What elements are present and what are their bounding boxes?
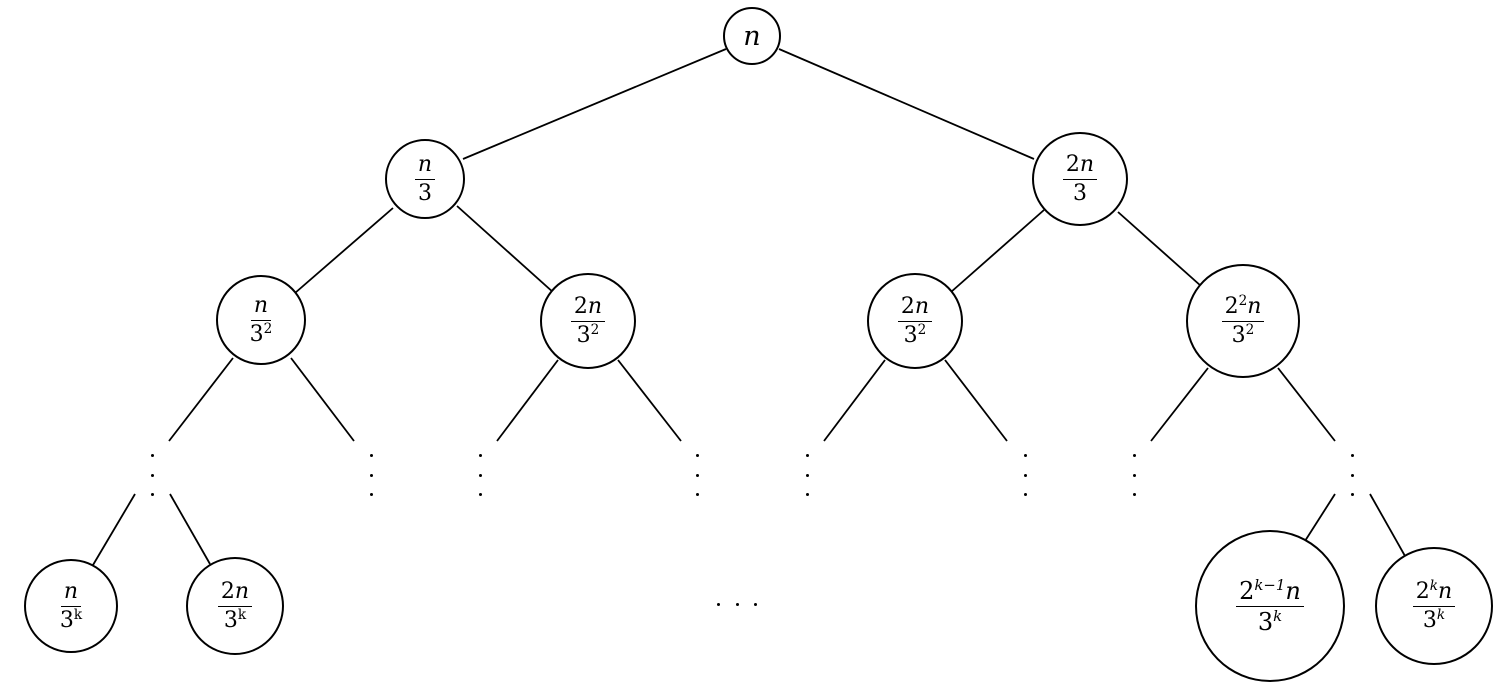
tree-edge-8 <box>290 357 355 442</box>
level2-node-1: n 32 <box>216 275 306 365</box>
level1-node-right: 2n 3 <box>1032 132 1128 226</box>
tree-edge-5 <box>950 209 1045 293</box>
fraction: n 3 <box>414 153 436 205</box>
level2-node-2: 2n 32 <box>540 273 636 369</box>
root-node: n <box>723 7 781 65</box>
leaf-node-4: 2kn 3k <box>1375 547 1493 665</box>
fraction: 2k−1n 3k <box>1236 578 1304 634</box>
tree-edge-13 <box>1150 367 1209 442</box>
tree-edge-14 <box>1277 367 1336 442</box>
tree-edge-16 <box>169 493 211 565</box>
fraction: 2n 32 <box>570 295 606 347</box>
tree-edge-9 <box>496 359 559 442</box>
root-label: n <box>743 20 761 52</box>
fraction: 2n 3k <box>217 580 253 632</box>
fraction: 22n 32 <box>1221 294 1265 347</box>
vertical-dots <box>148 454 156 496</box>
tree-edge-10 <box>617 359 682 442</box>
vertical-dots <box>693 454 701 496</box>
fraction: n 3k <box>59 578 83 633</box>
vertical-dots <box>367 454 375 496</box>
fraction: 2n 3 <box>1062 153 1098 205</box>
leaf-node-3: 2k−1n 3k <box>1195 530 1345 682</box>
tree-edge-3 <box>294 207 394 294</box>
fraction: 2kn 3k <box>1412 579 1456 632</box>
vertical-dots <box>1021 454 1029 496</box>
tree-edge-17 <box>1304 493 1336 542</box>
level1-node-left: n 3 <box>385 139 465 219</box>
vertical-dots <box>476 454 484 496</box>
level2-node-4: 22n 32 <box>1186 264 1300 378</box>
tree-edge-11 <box>823 359 886 442</box>
level2-node-3: 2n 32 <box>867 273 963 369</box>
horizontal-dots <box>717 600 757 608</box>
fraction: 2n 32 <box>897 295 933 347</box>
vertical-dots <box>1130 454 1138 496</box>
tree-edge-15 <box>92 493 136 566</box>
tree-edge-12 <box>944 359 1008 442</box>
fraction: n 32 <box>249 292 273 347</box>
tree-edge-4 <box>456 205 565 303</box>
leaf-node-1: n 3k <box>24 559 118 653</box>
tree-edge-6 <box>1117 211 1202 287</box>
leaf-node-2: 2n 3k <box>186 557 284 655</box>
tree-edge-7 <box>168 357 234 442</box>
vertical-dots <box>803 454 811 496</box>
tree-edge-2 <box>778 48 1035 160</box>
tree-edge-18 <box>1369 493 1406 557</box>
tree-edge-1 <box>462 48 727 160</box>
vertical-dots <box>1348 454 1356 496</box>
